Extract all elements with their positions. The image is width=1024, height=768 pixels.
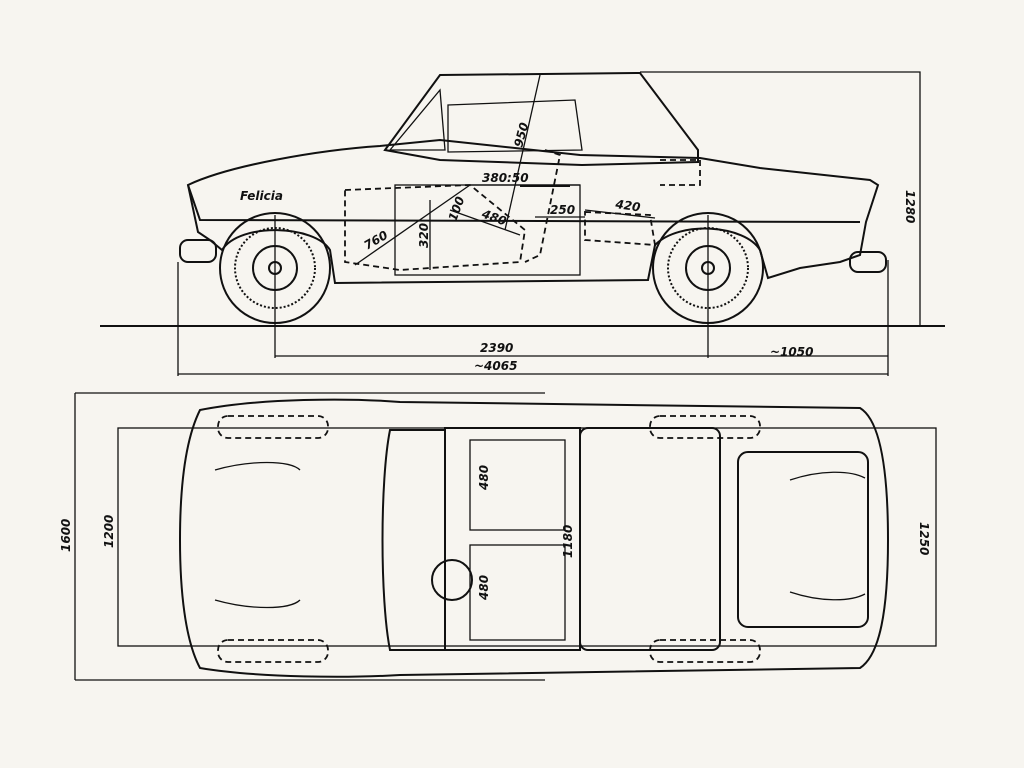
dim-legroom: 420	[614, 197, 642, 214]
top-body-outline	[178, 398, 890, 678]
dim-rear-overhang: ~1050	[770, 345, 813, 359]
track-dim-frame	[117, 427, 937, 647]
steering-wheel	[431, 559, 473, 601]
side-view: 1280 950 380:50 480 100 250 420 760 320 …	[100, 71, 945, 376]
dim-overall-width: 1600	[59, 519, 73, 552]
dim-cabin-width: 1180	[561, 525, 575, 558]
trunk-outline	[660, 159, 701, 186]
height-dim-line	[640, 71, 921, 326]
rear-seat-outline	[584, 211, 657, 246]
dim-knee: 250	[550, 203, 575, 217]
dim-pedal-reach: 760	[362, 228, 391, 253]
dim-line-760	[354, 184, 471, 266]
badge-script: Felicia	[240, 189, 283, 203]
width-dim-frame	[74, 392, 545, 681]
dim-floor-to-seat: 320	[417, 223, 431, 248]
dim-overall-length: ~4065	[474, 359, 517, 373]
dim-seat-angle: 380:50	[482, 171, 529, 185]
length-dim-lines	[177, 215, 889, 376]
trunk-lid	[737, 451, 869, 628]
dim-wheelbase: 2390	[480, 341, 513, 355]
rear-wheel-left	[649, 639, 761, 663]
windshield	[388, 88, 446, 151]
front-wheel-left	[217, 639, 329, 663]
windshield-top	[381, 429, 446, 651]
soft-top	[383, 71, 699, 167]
front-seat-left	[469, 544, 566, 641]
rear-wheel-right	[649, 415, 761, 439]
side-belt-line	[187, 184, 861, 223]
front-seat-right	[469, 439, 566, 531]
hood-contours	[214, 461, 866, 609]
rear-seat-area	[579, 427, 721, 651]
dim-front-track: 1200	[102, 515, 116, 548]
side-window	[447, 99, 583, 153]
dim-line-420	[584, 209, 656, 219]
front-wheel-right	[217, 415, 329, 439]
side-body-outline	[186, 138, 880, 285]
dim-seat-to-roof: 950	[511, 121, 531, 149]
dim-rear-track: 1250	[917, 522, 931, 555]
dim-line-950	[504, 74, 541, 231]
dim-seat-depth-lower: 480	[477, 575, 491, 601]
rear-bumper	[849, 251, 887, 273]
dim-line-480	[449, 209, 521, 236]
dim-seat-depth-upper: 480	[477, 465, 491, 491]
dim-height: 1280	[903, 190, 917, 223]
top-view: 1600 1200 480 1180 480 1250	[59, 392, 937, 681]
front-bumper	[179, 239, 217, 263]
cabin	[444, 427, 581, 651]
